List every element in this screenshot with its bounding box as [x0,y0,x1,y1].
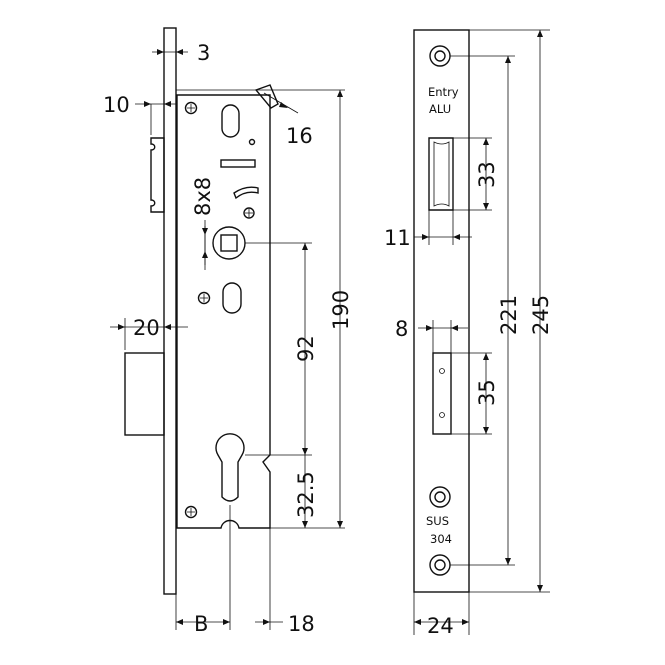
arrow [426,325,433,331]
arrow [176,49,183,55]
dim-190-label: 190 [329,290,353,330]
faceplate-screw-mid [429,486,451,508]
arrow [537,585,543,592]
arrow [302,243,308,250]
sus-label: SUS [426,514,449,528]
dim-92-label: 92 [294,335,318,362]
faceplate-screw-bottom [429,554,451,576]
ext-faceplate-top [163,28,177,55]
arrow [202,251,208,258]
bolt-window-hole [439,368,445,374]
dim-8x8-label: 8x8 [191,177,215,216]
rect-slot [220,159,256,168]
case-screw-bottom-cross [187,508,195,516]
arrow [118,324,125,330]
top-slot [221,104,240,138]
case-screw-top-cross [187,104,195,112]
arrow [157,49,164,55]
ext-bolt-window [451,352,492,435]
arrow [414,619,421,625]
dim-35-label: 35 [475,379,499,406]
arrow [302,521,308,528]
dim-221-label: 221 [497,295,521,335]
arrow [223,619,230,625]
arrow [483,427,489,434]
case-screw-mid-cross [245,209,253,217]
dim-24-label: 24 [427,614,454,638]
dim-245-label: 245 [529,295,553,335]
grade-label: 304 [430,532,452,546]
case-screw-top [184,101,198,115]
arrow [164,101,171,107]
faceplate-screw-mid-inner [434,491,446,503]
alu-label: ALU [429,102,451,116]
entry-label: Entry [428,85,459,99]
dim-16-label: 16 [286,124,313,148]
arrow [505,56,511,63]
arrow [144,101,151,107]
arrow [505,558,511,565]
front-view: Entry ALU SUS 304 11 3 [384,29,553,638]
arrow [483,353,489,360]
arrow [537,30,543,37]
dim-11-label: 11 [384,226,411,250]
curved-slot [233,186,259,200]
dim-33-label: 33 [475,161,499,188]
dim-20-label: 20 [133,316,160,340]
latch-lever [254,84,279,109]
bolt-window [432,352,452,435]
arrow [483,138,489,145]
arrow [451,325,458,331]
arrow [176,619,183,625]
dim-10-label: 10 [103,93,130,117]
latch-window-inner [433,141,450,207]
ext-8 [432,320,452,353]
arrow [202,228,208,235]
faceplate-side [163,27,177,595]
deadbolt [124,352,165,436]
faceplate-screw-bottom-inner [434,559,446,571]
arrow [453,234,460,240]
dim-32-5-label: 32.5 [294,471,318,518]
arrow [337,90,343,97]
arrow [302,448,308,455]
dim-8-label: 8 [395,317,408,341]
side-view: 3 10 16 8x8 20 92 32.5 190 [103,27,353,636]
arrow [337,521,343,528]
case-screw-mid [243,207,255,219]
arrow [422,234,429,240]
pin-hole [248,138,256,146]
faceplate-screw-top [429,45,451,67]
ext-bottom-verticals [175,505,271,630]
arrow [462,619,469,625]
ext-width [413,592,470,635]
dim-b-label: B [194,612,208,636]
latch-bolt [150,137,165,213]
faceplate-screw-top-inner [434,50,446,62]
oval-hole [222,282,242,314]
lock-case [176,94,271,529]
case-screw-low-cross [200,294,208,302]
arrow [279,102,288,108]
faceplate-front [413,29,470,593]
cylinder-cutout [215,433,245,502]
arrow [263,619,270,625]
ext-latch-window [453,137,492,211]
dim-18-label: 18 [288,612,315,636]
bolt-window-hole [439,412,445,418]
case-screw-bottom [184,505,198,519]
case-screw-low [197,291,211,305]
arrow [164,324,171,330]
spindle-square [220,234,238,252]
dim-3-label: 3 [197,41,210,65]
arrow [483,203,489,210]
spindle-hub [212,226,246,260]
ext-11 [428,210,454,245]
